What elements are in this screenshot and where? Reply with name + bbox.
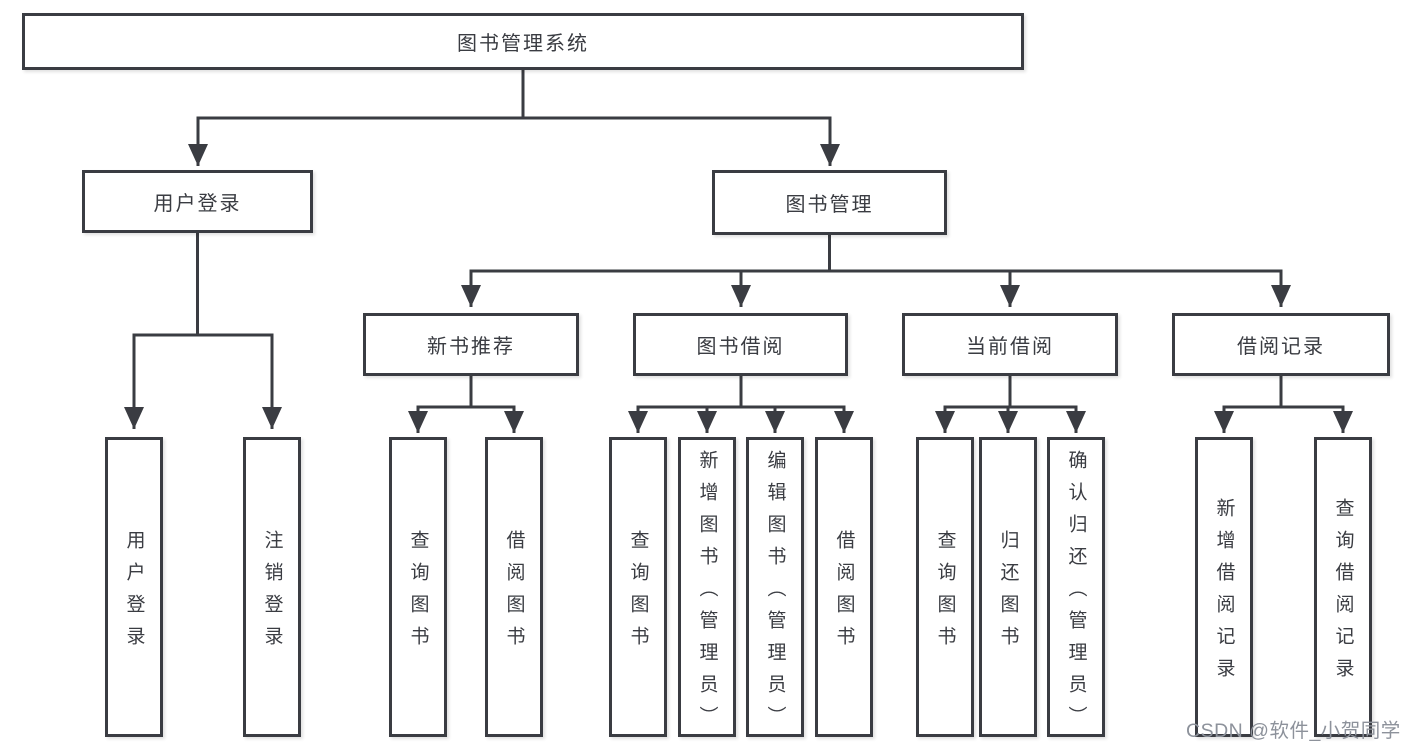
leaf-label: 编辑图书（管理员） [764, 449, 786, 738]
leaf-query-books-recommend: 查询图书 [389, 437, 447, 737]
connector-borrowing-records-to-leaves [1214, 376, 1353, 433]
leaf-label: 归还图书 [997, 529, 1019, 658]
leaf-label: 查询图书 [407, 529, 429, 658]
leaf-confirm-return-admin: 确认归还（管理员） [1047, 437, 1105, 738]
connector-user-login-to-leaves [124, 233, 282, 429]
leaf-label: 查询借阅记录 [1332, 497, 1354, 690]
leaf-edit-book-admin: 编辑图书（管理员） [746, 437, 804, 738]
leaf-label: 查询图书 [627, 529, 649, 658]
csdn-watermark: CSDN @软件_小贺同学 [1186, 720, 1401, 742]
leaf-label: 用户登录 [123, 529, 145, 658]
leaf-label: 新增借阅记录 [1213, 497, 1235, 690]
node-user-login: 用户登录 [82, 170, 313, 233]
leaf-query-books-current: 查询图书 [916, 437, 974, 737]
node-new-book-recommendation: 新书推荐 [363, 313, 579, 376]
node-book-borrowing: 图书借阅 [633, 313, 848, 376]
leaf-return-book: 归还图书 [979, 437, 1037, 737]
leaf-user-login: 用户登录 [105, 437, 163, 737]
leaf-label: 查询图书 [934, 529, 956, 658]
node-current-borrowing: 当前借阅 [902, 313, 1118, 376]
leaf-borrow-books-recommend: 借阅图书 [485, 437, 543, 737]
node-borrowing-records: 借阅记录 [1172, 313, 1390, 376]
connector-root-to-level2 [188, 70, 840, 166]
node-book-management: 图书管理 [712, 170, 947, 235]
leaf-logout: 注销登录 [243, 437, 301, 737]
leaf-add-borrow-record: 新增借阅记录 [1195, 437, 1253, 737]
leaf-label: 借阅图书 [833, 529, 855, 658]
leaf-query-books-borrowing: 查询图书 [609, 437, 667, 737]
leaf-query-borrow-record: 查询借阅记录 [1314, 437, 1372, 737]
connector-new-book-recommendation-to-leaves [408, 376, 524, 433]
leaf-add-book-admin: 新增图书（管理员） [678, 437, 736, 738]
leaf-label: 借阅图书 [503, 529, 525, 658]
leaf-borrow-books-borrowing: 借阅图书 [815, 437, 873, 737]
connector-current-borrowing-to-leaves [935, 376, 1086, 433]
connector-book-borrowing-to-leaves [628, 376, 854, 433]
leaf-label: 新增图书（管理员） [696, 449, 718, 738]
leaf-label: 确认归还（管理员） [1065, 449, 1087, 738]
connector-book-management-to-level3 [461, 235, 1291, 307]
node-library-system: 图书管理系统 [22, 13, 1024, 70]
leaf-label: 注销登录 [261, 529, 283, 658]
